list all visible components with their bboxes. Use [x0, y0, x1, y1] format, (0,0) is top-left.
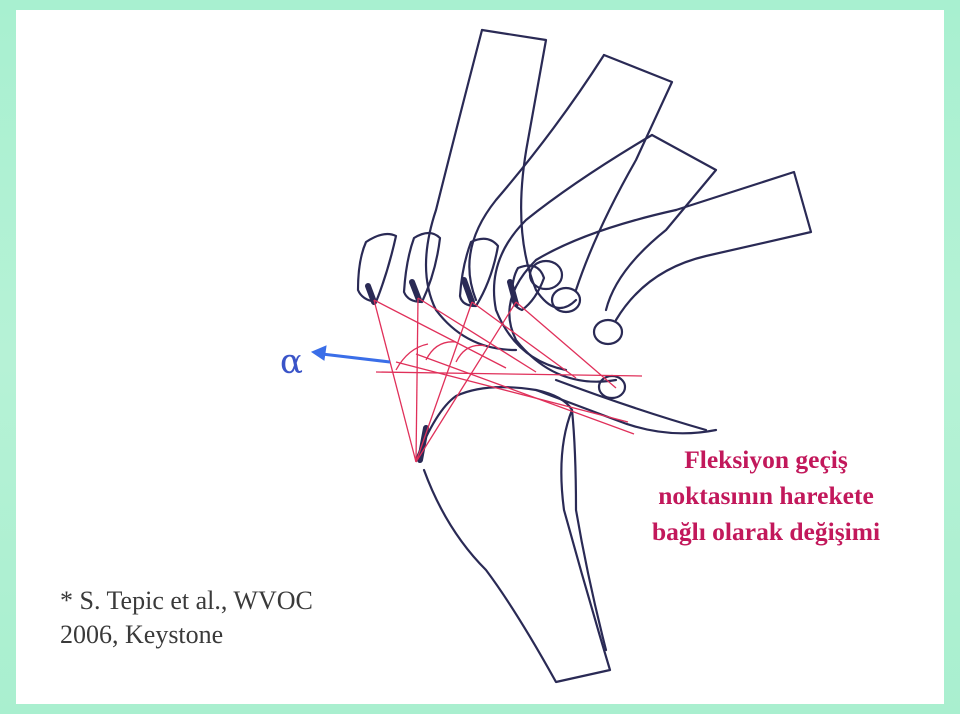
- knee-joint-diagram: [310, 28, 813, 684]
- slide: α Fleksiyon geçiş noktasının harekete ba…: [16, 10, 944, 704]
- fabella-3: [592, 318, 624, 346]
- caption-line-2: noktasının harekete: [658, 481, 874, 510]
- caption-line-1: Fleksiyon geçiş: [684, 445, 848, 474]
- tibial-plateau-line-3: [415, 353, 635, 435]
- tibia-outline: [414, 386, 612, 684]
- force-line-4: [417, 297, 537, 373]
- fabella-2: [550, 286, 582, 314]
- femur-outline-4: [614, 170, 813, 322]
- citation-line-2: 2006, Keystone: [60, 620, 224, 649]
- tibia-posterior: [534, 388, 718, 435]
- femur-outline-3: [604, 133, 718, 312]
- patella-2: [402, 231, 442, 304]
- force-line-7: [415, 301, 517, 463]
- force-line-2: [373, 299, 507, 369]
- ligament-mark-4: [507, 279, 519, 307]
- caption-line-3: bağlı olarak değişimi: [651, 517, 881, 546]
- ligament-mark-1: [365, 283, 377, 305]
- alpha-angle-label: α: [280, 342, 303, 382]
- force-line-8: [515, 301, 617, 389]
- force-line-5: [415, 301, 473, 463]
- angle-arc-3: [455, 344, 487, 363]
- angle-arc-2: [425, 341, 457, 361]
- femur-outline-1-inner: [424, 28, 518, 352]
- force-line-3: [415, 297, 419, 463]
- femur-posterior-curve: [554, 378, 708, 432]
- patella-3: [458, 237, 500, 308]
- fabella-4: [597, 374, 627, 400]
- tibial-plateau-line-2: [395, 361, 629, 423]
- force-line-1: [373, 299, 417, 463]
- alpha-arrow: [310, 345, 391, 364]
- angle-arc-1: [395, 343, 429, 371]
- ligament-mark-3: [461, 277, 475, 305]
- patella-1: [356, 232, 398, 304]
- citation-line-1: * S. Tepic et al., WVOC: [60, 586, 313, 615]
- femur-outline-3-inner: [492, 133, 654, 372]
- force-line-6: [471, 301, 577, 379]
- citation: * S. Tepic et al., WVOC 2006, Keystone: [60, 584, 313, 652]
- tibia-inner: [570, 408, 608, 652]
- femur-outline-2-inner: [468, 53, 606, 302]
- ligament-mark-2: [409, 279, 422, 303]
- tibial-plateau-line-1: [375, 371, 643, 377]
- femur-outline-2: [574, 53, 674, 292]
- fabella-1: [528, 259, 564, 291]
- caption: Fleksiyon geçiş noktasının harekete bağl…: [606, 442, 926, 550]
